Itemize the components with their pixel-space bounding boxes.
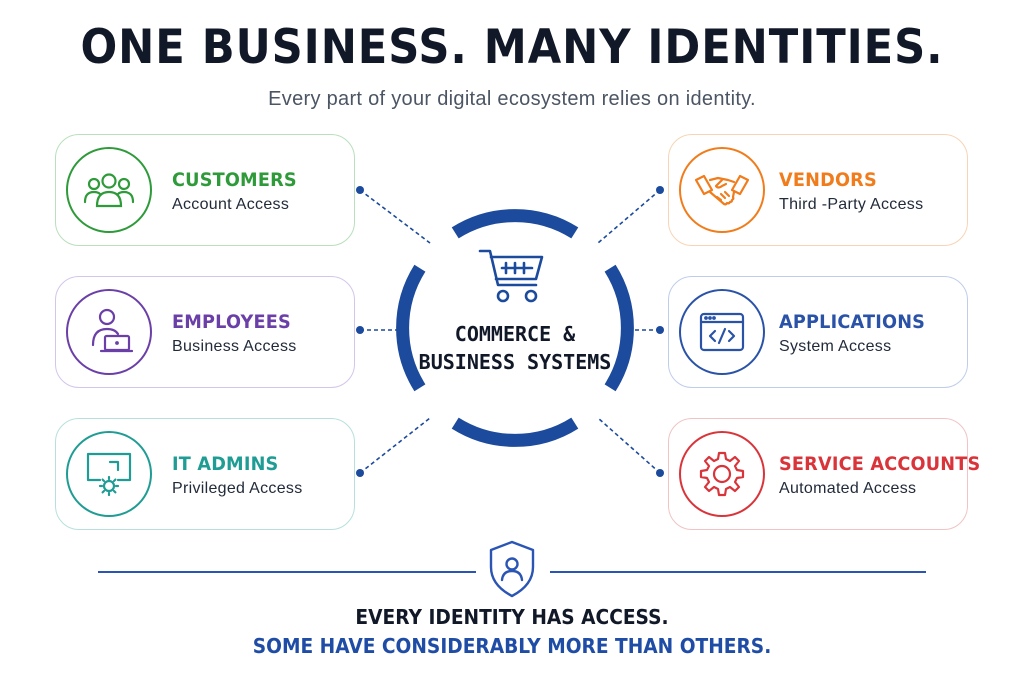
identity-sub-service-accounts: Automated Access bbox=[779, 480, 917, 497]
identity-sub-employees: Business Access bbox=[172, 338, 297, 355]
center-ring bbox=[396, 209, 634, 447]
identity-sub-applications: System Access bbox=[779, 338, 892, 355]
monitor-gear-icon bbox=[86, 452, 132, 497]
person-laptop-icon bbox=[91, 308, 133, 353]
identity-card-employees: EMPLOYEES Business Access bbox=[55, 276, 355, 388]
center-label-line1: COMMERCE & bbox=[454, 322, 576, 346]
icon-circle-customers bbox=[66, 147, 152, 233]
handshake-icon bbox=[694, 174, 750, 206]
identity-sub-customers: Account Access bbox=[172, 196, 290, 213]
identity-card-it-admins: IT ADMINS Privileged Access bbox=[55, 418, 355, 530]
identity-card-applications: APPLICATIONS System Access bbox=[668, 276, 968, 388]
icon-circle-applications bbox=[679, 289, 765, 375]
identity-label-vendors: VENDORS bbox=[779, 169, 877, 191]
identity-label-customers: CUSTOMERS bbox=[172, 169, 297, 191]
footer-line-2: SOME HAVE CONSIDERABLY MORE THAN OTHERS. bbox=[252, 634, 772, 658]
icon-circle-vendors bbox=[679, 147, 765, 233]
center-label: COMMERCE & BUSINESS SYSTEMS bbox=[391, 320, 639, 376]
identity-label-applications: APPLICATIONS bbox=[779, 311, 926, 333]
gear-icon bbox=[699, 451, 745, 497]
identity-label-it-admins: IT ADMINS bbox=[172, 453, 279, 475]
users-group-icon bbox=[83, 173, 135, 208]
center-label-line2: BUSINESS SYSTEMS bbox=[418, 350, 612, 374]
identity-label-employees: EMPLOYEES bbox=[172, 311, 291, 333]
icon-circle-service-accounts bbox=[679, 431, 765, 517]
shield-user-icon bbox=[489, 540, 535, 598]
identity-sub-it-admins: Privileged Access bbox=[172, 480, 303, 497]
icon-circle-it-admins bbox=[66, 431, 152, 517]
identity-sub-vendors: Third -Party Access bbox=[779, 196, 924, 213]
icon-circle-employees bbox=[66, 289, 152, 375]
page-subtitle: Every part of your digital ecosystem rel… bbox=[268, 88, 756, 110]
footer-divider-right bbox=[550, 571, 926, 573]
shopping-cart-icon bbox=[478, 249, 544, 303]
identity-label-service-accounts: SERVICE ACCOUNTS bbox=[779, 453, 981, 475]
footer-line-1: EVERY IDENTITY HAS ACCESS. bbox=[355, 605, 669, 629]
code-window-icon bbox=[699, 312, 745, 352]
identity-card-vendors: VENDORS Third -Party Access bbox=[668, 134, 968, 246]
page-title: ONE BUSINESS. MANY IDENTITIES. bbox=[80, 20, 944, 75]
footer-divider-left bbox=[98, 571, 476, 573]
identity-card-service-accounts: SERVICE ACCOUNTS Automated Access bbox=[668, 418, 980, 530]
identity-card-customers: CUSTOMERS Account Access bbox=[55, 134, 355, 246]
